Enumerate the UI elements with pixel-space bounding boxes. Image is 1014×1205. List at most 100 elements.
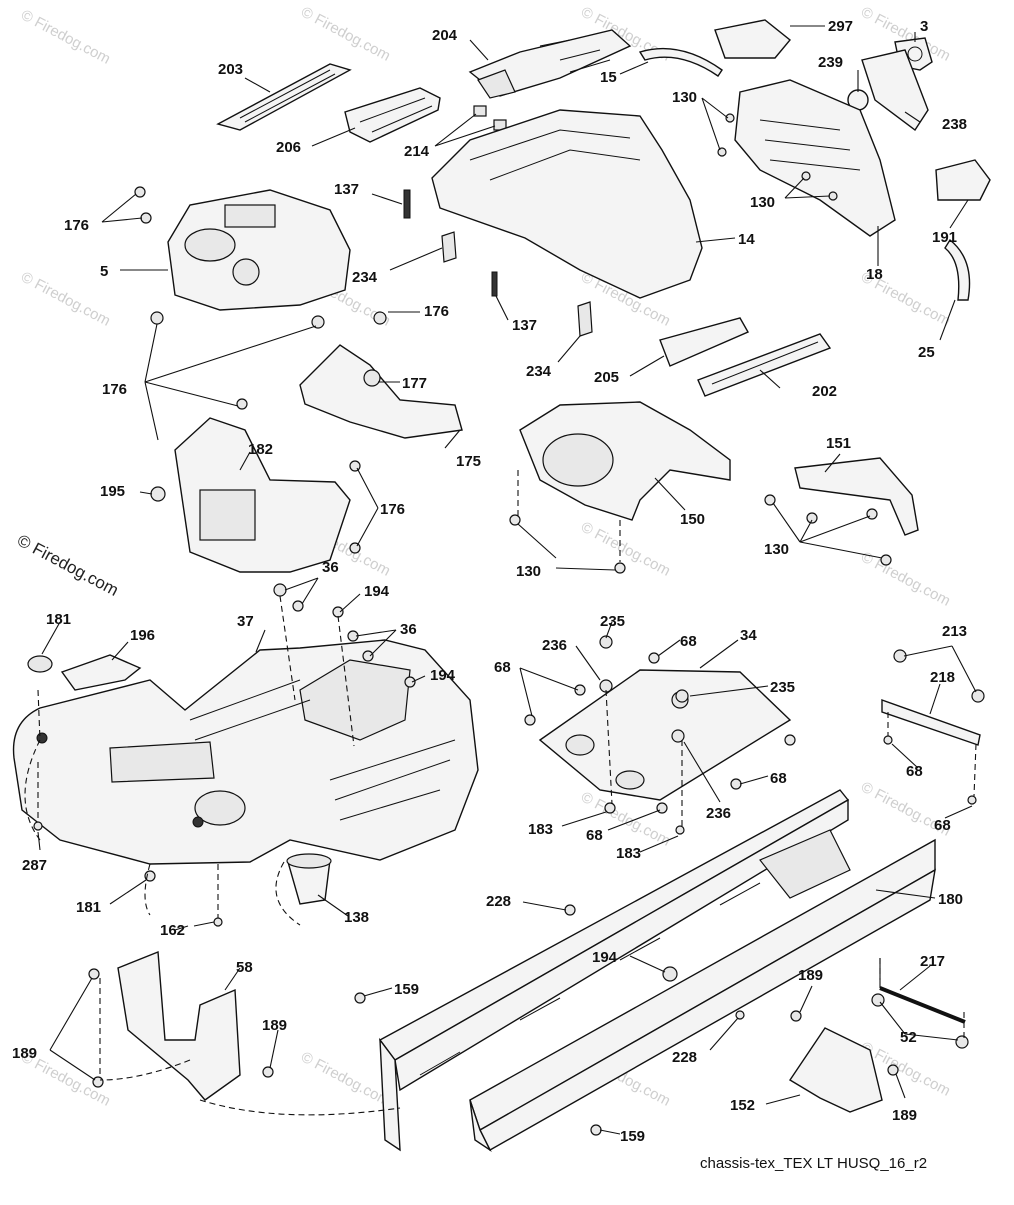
callout-152: 152 bbox=[730, 1097, 755, 1114]
leader-lines bbox=[37, 25, 977, 1135]
part-152-shield bbox=[789, 1027, 883, 1113]
callout-68: 68 bbox=[770, 770, 787, 787]
callout-194: 194 bbox=[430, 667, 456, 684]
part-15-strip bbox=[638, 47, 723, 77]
watermark-main: © Firedog.com bbox=[14, 531, 122, 600]
callout-180: 180 bbox=[938, 891, 963, 908]
callout-159: 159 bbox=[394, 981, 419, 998]
part-138-cup bbox=[286, 853, 332, 905]
callout-181: 181 bbox=[46, 611, 71, 628]
part-58-bracket bbox=[117, 950, 241, 1101]
callout-194: 194 bbox=[364, 583, 390, 600]
part-204-vent bbox=[468, 29, 632, 99]
callout-37: 37 bbox=[237, 613, 254, 630]
callout-68: 68 bbox=[494, 659, 511, 676]
watermark: © Firedog.com bbox=[18, 269, 113, 330]
callout-297: 297 bbox=[828, 18, 853, 35]
callout-183: 183 bbox=[528, 821, 553, 838]
part-218-bracket bbox=[881, 699, 981, 746]
callout-234: 234 bbox=[526, 363, 552, 380]
callout-202: 202 bbox=[812, 383, 837, 400]
part-37-fender bbox=[12, 639, 479, 865]
callout-228: 228 bbox=[672, 1049, 697, 1066]
callout-159: 159 bbox=[620, 1128, 645, 1145]
callout-36: 36 bbox=[400, 621, 417, 638]
callout-3: 3 bbox=[920, 18, 928, 35]
callout-235: 235 bbox=[770, 679, 795, 696]
part-297-block bbox=[714, 19, 791, 59]
callout-175: 175 bbox=[456, 453, 481, 470]
part-182-lower-dash bbox=[150, 417, 351, 573]
callout-194: 194 bbox=[592, 949, 618, 966]
callout-218: 218 bbox=[930, 669, 955, 686]
callout-36: 36 bbox=[322, 559, 339, 576]
callout-182: 182 bbox=[248, 441, 273, 458]
callout-130: 130 bbox=[672, 89, 697, 106]
callout-191: 191 bbox=[932, 229, 957, 246]
callout-18: 18 bbox=[866, 266, 883, 283]
part-205-202 bbox=[659, 317, 832, 397]
callout-15: 15 bbox=[600, 69, 617, 86]
callout-213: 213 bbox=[942, 623, 967, 640]
callout-150: 150 bbox=[680, 511, 705, 528]
part-206-bracket bbox=[344, 87, 441, 143]
watermark: © Firedog.com bbox=[298, 1049, 393, 1110]
callout-214: 214 bbox=[404, 143, 430, 160]
callout-25: 25 bbox=[918, 344, 935, 361]
watermark: © Firedog.com bbox=[858, 549, 953, 610]
part-214-clips bbox=[473, 105, 507, 131]
part-150-guard bbox=[519, 401, 731, 521]
callout-196: 196 bbox=[130, 627, 155, 644]
part-18-nose bbox=[734, 79, 896, 237]
watermark: © Firedog.com bbox=[578, 519, 673, 580]
callout-137: 137 bbox=[334, 181, 359, 198]
callout-204: 204 bbox=[432, 27, 458, 44]
callout-34: 34 bbox=[740, 627, 757, 644]
callout-162: 162 bbox=[160, 922, 185, 939]
part-191-block bbox=[935, 159, 991, 201]
callout-176: 176 bbox=[102, 381, 127, 398]
callout-203: 203 bbox=[218, 61, 243, 78]
callout-189: 189 bbox=[12, 1045, 37, 1062]
callout-195: 195 bbox=[100, 483, 125, 500]
part-238-239 bbox=[847, 49, 929, 132]
callout-176: 176 bbox=[380, 501, 405, 518]
callout-181: 181 bbox=[76, 899, 101, 916]
callout-183: 183 bbox=[616, 845, 641, 862]
part-175-bracket bbox=[299, 344, 463, 439]
callout-238: 238 bbox=[942, 116, 967, 133]
callout-5: 5 bbox=[100, 263, 108, 280]
part-203-grille bbox=[216, 63, 352, 131]
callout-130: 130 bbox=[516, 563, 541, 580]
callout-239: 239 bbox=[818, 54, 843, 71]
callout-228: 228 bbox=[486, 893, 511, 910]
part-5-dash bbox=[167, 189, 351, 311]
watermark: © Firedog.com bbox=[298, 4, 393, 65]
callout-217: 217 bbox=[920, 953, 945, 970]
part-25-strip bbox=[944, 238, 971, 301]
callout-68: 68 bbox=[586, 827, 603, 844]
callout-58: 58 bbox=[236, 959, 253, 976]
callout-14: 14 bbox=[738, 231, 755, 248]
callout-68: 68 bbox=[934, 817, 951, 834]
part-14-hood bbox=[431, 109, 703, 299]
callout-235: 235 bbox=[600, 613, 625, 630]
callout-68: 68 bbox=[680, 633, 697, 650]
callout-189: 189 bbox=[892, 1107, 917, 1124]
callout-189: 189 bbox=[798, 967, 823, 984]
callout-176: 176 bbox=[64, 217, 89, 234]
callout-68: 68 bbox=[906, 763, 923, 780]
callout-236: 236 bbox=[542, 637, 567, 654]
watermark: © Firedog.com bbox=[18, 7, 113, 68]
callout-130: 130 bbox=[764, 541, 789, 558]
part-137-234 bbox=[403, 189, 593, 337]
callout-138: 138 bbox=[344, 909, 369, 926]
callout-176: 176 bbox=[424, 303, 449, 320]
assembly-dash-lines bbox=[24, 470, 977, 1116]
callout-52: 52 bbox=[900, 1029, 917, 1046]
callout-205: 205 bbox=[594, 369, 619, 386]
callout-151: 151 bbox=[826, 435, 851, 452]
part-151-bracket bbox=[794, 457, 919, 536]
